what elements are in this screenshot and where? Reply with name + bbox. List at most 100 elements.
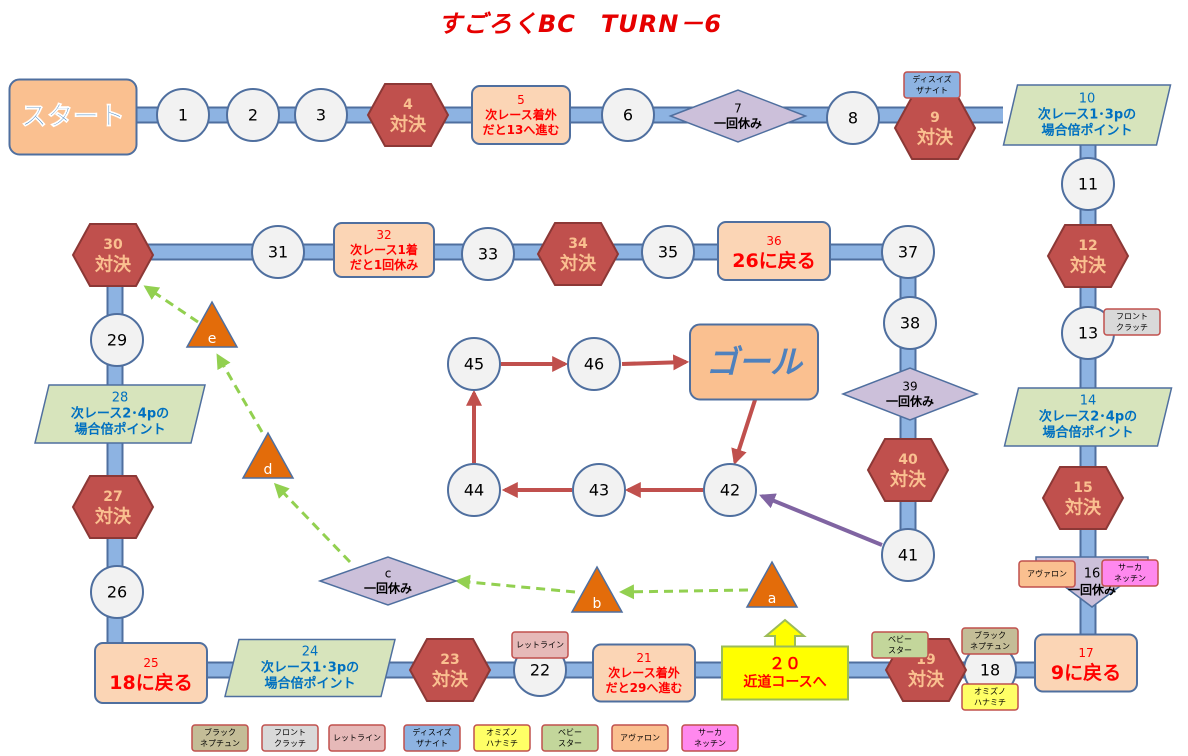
page-title: すごろくBC TURN－6 bbox=[437, 10, 723, 38]
branch-triangle bbox=[570, 565, 624, 613]
rest-diamond bbox=[840, 367, 980, 421]
player-name: サーカ bbox=[1118, 563, 1142, 572]
circle-square-shape bbox=[461, 227, 515, 281]
square-label: 18に戻る bbox=[109, 671, 192, 694]
square-label: 対決 bbox=[431, 669, 469, 691]
square-45: 45 bbox=[447, 337, 501, 391]
circle-square-shape bbox=[641, 225, 695, 279]
player-name: サーカ bbox=[698, 728, 722, 737]
square-label: 次レース1着 bbox=[350, 242, 418, 257]
player-name: スター bbox=[558, 739, 582, 748]
square-label: 40 bbox=[898, 452, 918, 468]
player-name: ザナイト bbox=[916, 86, 948, 95]
player-name: フロント bbox=[274, 728, 306, 737]
square-label: 10 bbox=[1079, 92, 1096, 107]
shortcut-arrow bbox=[731, 399, 757, 466]
player-name: ベビー bbox=[888, 635, 912, 644]
square-38: 38 bbox=[883, 296, 937, 350]
circle-square-shape bbox=[1061, 157, 1115, 211]
square-label: 21 bbox=[636, 651, 651, 665]
square-label: 12 bbox=[1078, 238, 1097, 254]
branch-triangle bbox=[745, 560, 799, 608]
circle-square-shape bbox=[881, 528, 935, 582]
square-label: 次レース1･3pの bbox=[1038, 107, 1136, 123]
square-label: だと13へ進む bbox=[483, 122, 560, 137]
square-label: 対決 bbox=[1064, 497, 1102, 519]
square-13: 13 bbox=[1061, 306, 1115, 360]
rest-diamond bbox=[317, 556, 459, 606]
legend-token-let-line[interactable]: レットライン bbox=[328, 724, 386, 752]
battle-hexagon bbox=[536, 222, 620, 286]
square-label: 一回休み bbox=[886, 394, 934, 409]
player-token-let-line[interactable]: レットライン bbox=[511, 631, 569, 659]
player-name: ザナイト bbox=[416, 739, 448, 748]
goal-box bbox=[689, 323, 819, 401]
branch-triangle bbox=[185, 300, 239, 348]
circle-square-shape bbox=[601, 88, 655, 142]
square-label: 25 bbox=[143, 656, 158, 670]
square-label: 次レース着外 bbox=[485, 107, 556, 122]
square-label: 35 bbox=[658, 243, 678, 262]
legend-token-avalon[interactable]: アヴァロン bbox=[611, 724, 669, 752]
branch-arrow bbox=[273, 482, 352, 564]
player-name: ネッチン bbox=[694, 739, 726, 748]
square-1: 1 bbox=[156, 88, 210, 142]
square-label: 3 bbox=[316, 106, 326, 125]
square-label: 11 bbox=[1078, 175, 1098, 194]
square-11: 11 bbox=[1061, 157, 1115, 211]
player-token-avalon[interactable]: アヴァロン bbox=[1018, 560, 1076, 588]
square-label: ゴール bbox=[706, 343, 804, 381]
player-name: ブラック bbox=[974, 630, 1006, 640]
square-46: 46 bbox=[567, 337, 621, 391]
battle-hexagon bbox=[1046, 224, 1130, 288]
player-name: クラッチ bbox=[1116, 323, 1148, 332]
player-name: オミズノ bbox=[974, 686, 1006, 696]
square-label: 38 bbox=[900, 314, 920, 333]
square-label: 16 bbox=[1084, 567, 1101, 582]
square-label: 24 bbox=[302, 645, 319, 660]
square-label: 14 bbox=[1080, 394, 1097, 409]
circle-square-shape bbox=[447, 337, 501, 391]
circle-square-shape bbox=[567, 337, 621, 391]
square-label: 2 bbox=[248, 106, 258, 125]
battle-hexagon bbox=[408, 638, 492, 702]
square-label: 次レース着外 bbox=[608, 665, 679, 680]
square-label: 22 bbox=[530, 661, 550, 680]
event-box bbox=[717, 221, 831, 281]
square-label: 26 bbox=[107, 583, 127, 602]
square-label: 28 bbox=[112, 391, 129, 406]
square-label: 対決 bbox=[916, 127, 954, 149]
square-label: c bbox=[385, 567, 392, 581]
event-box bbox=[471, 85, 571, 145]
square-9: 9対決 bbox=[893, 96, 977, 160]
square-label: 次レース2･4pの bbox=[1039, 409, 1137, 425]
square-goal: ゴール bbox=[689, 323, 819, 401]
square-label: 46 bbox=[584, 355, 604, 374]
bonus-parallelogram bbox=[1003, 387, 1173, 447]
square-label: 43 bbox=[589, 481, 609, 500]
square-42: 42 bbox=[703, 463, 757, 517]
square-label: a bbox=[768, 591, 777, 607]
circle-square-shape bbox=[703, 463, 757, 517]
square-label: 対決 bbox=[389, 114, 427, 136]
entry-arrow bbox=[759, 493, 883, 547]
square-label: 26に戻る bbox=[732, 249, 815, 272]
branch-arrow bbox=[455, 574, 576, 594]
circle-square-shape bbox=[226, 88, 280, 142]
